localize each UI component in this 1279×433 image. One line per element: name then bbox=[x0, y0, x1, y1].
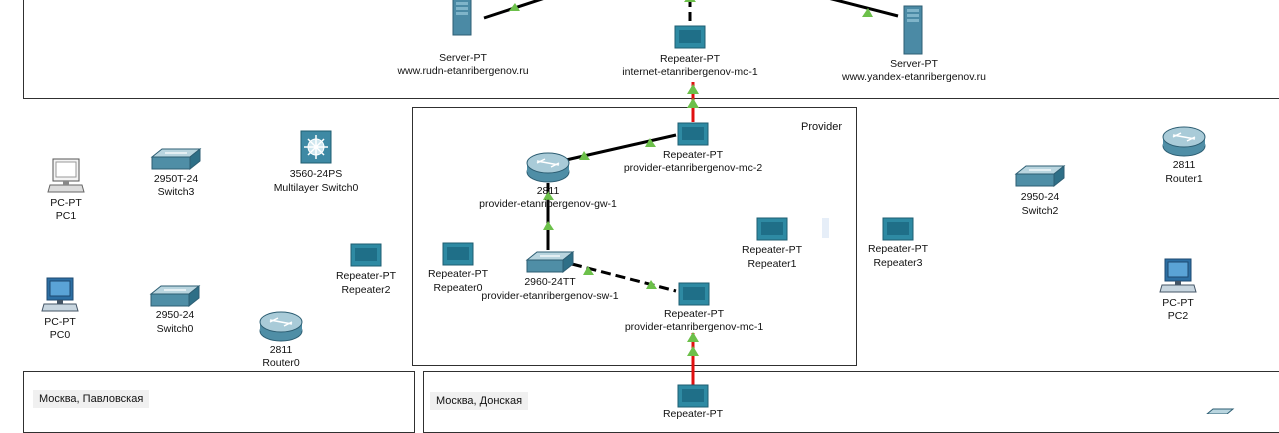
server-icon bbox=[903, 5, 923, 55]
repeater-icon bbox=[756, 217, 788, 241]
device-name-label: provider-etanribergenov-mc-2 bbox=[623, 162, 763, 174]
switch-icon bbox=[149, 284, 201, 308]
device-model-label: 2950-24 bbox=[155, 309, 195, 321]
device-model-label: Repeater-PT bbox=[662, 408, 724, 420]
device-name-label: Multilayer Switch0 bbox=[273, 182, 359, 194]
device-name-label: provider-etanribergenov-mc-1 bbox=[624, 321, 764, 333]
device-name-label: Repeater3 bbox=[873, 257, 923, 269]
link-up-indicator bbox=[687, 332, 699, 342]
device-name-label: PC1 bbox=[55, 210, 77, 222]
device-name-label: PC2 bbox=[1167, 310, 1189, 322]
cluster-label-provider: Provider bbox=[801, 121, 842, 133]
cluster-provider[interactable]: Provider bbox=[412, 107, 857, 366]
cluster-label-pavlovskaya: Москва, Павловская bbox=[33, 390, 150, 408]
repeater-icon bbox=[674, 25, 706, 49]
switch-icon bbox=[1206, 408, 1235, 414]
device-name-label: Router1 bbox=[1165, 173, 1203, 185]
repeater-icon bbox=[350, 243, 382, 267]
router-icon bbox=[1162, 126, 1206, 157]
device-model-label: PC-PT bbox=[44, 316, 76, 328]
device-model-label: Repeater-PT bbox=[867, 243, 929, 255]
link-up-indicator bbox=[583, 266, 594, 275]
device-model-label: PC-PT bbox=[50, 197, 82, 209]
device-model-label: Repeater-PT bbox=[663, 308, 725, 320]
device-name-label: provider-etanribergenov-sw-1 bbox=[481, 290, 619, 302]
device-name-label: Switch0 bbox=[156, 323, 194, 335]
device-model-label: Repeater-PT bbox=[659, 53, 721, 65]
link-up-indicator bbox=[646, 280, 657, 289]
device-model-label: 2960-24TT bbox=[524, 276, 576, 288]
device-model-label: 2811 bbox=[1172, 159, 1196, 171]
device-model-label: 2811 bbox=[269, 344, 293, 356]
device-name-label: provider-etanribergenov-gw-1 bbox=[479, 198, 617, 210]
device-model-label: Repeater-PT bbox=[335, 270, 397, 282]
switch-icon bbox=[525, 250, 575, 274]
device-name-label: Repeater1 bbox=[747, 258, 797, 270]
router-icon bbox=[259, 311, 303, 342]
links-layer bbox=[483, 0, 899, 390]
link-up-indicator bbox=[687, 84, 699, 94]
switch-icon bbox=[1014, 164, 1066, 188]
link-up-indicator bbox=[579, 151, 590, 160]
device-name-label: Switch2 bbox=[1021, 205, 1059, 217]
pc-icon bbox=[1159, 258, 1197, 293]
pc-icon bbox=[41, 277, 79, 312]
repeater-icon bbox=[677, 122, 709, 146]
link-up-indicator bbox=[543, 191, 554, 200]
device-model-label: 2950-24 bbox=[1020, 191, 1060, 203]
cluster-internet[interactable] bbox=[23, 0, 1279, 99]
device-name-label: Router0 bbox=[262, 357, 300, 369]
device-name-label: www.rudn-etanribergenov.ru bbox=[397, 65, 529, 77]
link-up-indicator bbox=[509, 3, 520, 11]
multilayer-switch-icon bbox=[300, 130, 332, 164]
selection-artifact bbox=[822, 218, 829, 238]
repeater-icon bbox=[678, 282, 710, 306]
device-model-label: 2811 bbox=[536, 185, 560, 197]
link-up-indicator bbox=[684, 0, 696, 2]
router-icon bbox=[526, 152, 570, 183]
link-yandex-server[interactable] bbox=[828, 0, 899, 18]
device-name-label: PC0 bbox=[49, 329, 71, 341]
device-model-label: 3560-24PS bbox=[289, 168, 343, 180]
server-icon bbox=[452, 0, 472, 36]
device-model-label: Server-PT bbox=[890, 58, 938, 70]
device-model-label: Repeater-PT bbox=[662, 149, 724, 161]
link-up-indicator bbox=[543, 221, 554, 230]
repeater-icon bbox=[442, 242, 474, 266]
device-name-label: Switch3 bbox=[157, 186, 195, 198]
device-model-label: 2950T-24 bbox=[153, 173, 199, 185]
link-up-indicator bbox=[645, 138, 656, 147]
repeater-icon bbox=[677, 384, 709, 408]
link-up-indicator bbox=[862, 8, 873, 17]
cluster-label-donskaya: Москва, Донская bbox=[430, 392, 529, 410]
repeater-icon bbox=[882, 217, 914, 241]
pc-icon bbox=[47, 158, 85, 193]
device-name-label: Repeater0 bbox=[433, 282, 483, 294]
link-up-indicator bbox=[687, 98, 699, 108]
device-name-label: www.yandex-etanribergenov.ru bbox=[842, 71, 986, 83]
switch-icon bbox=[150, 147, 202, 171]
device-model-label: PC-PT bbox=[1162, 297, 1194, 309]
link-status-markers bbox=[509, 0, 873, 356]
link-up-indicator bbox=[687, 346, 699, 356]
device-name-label: Repeater2 bbox=[341, 284, 391, 296]
device-model-label: Repeater-PT bbox=[741, 244, 803, 256]
device-name-label: internet-etanribergenov-mc-1 bbox=[622, 66, 758, 78]
device-model-label: Server-PT bbox=[439, 52, 487, 64]
device-model-label: Repeater-PT bbox=[427, 268, 489, 280]
